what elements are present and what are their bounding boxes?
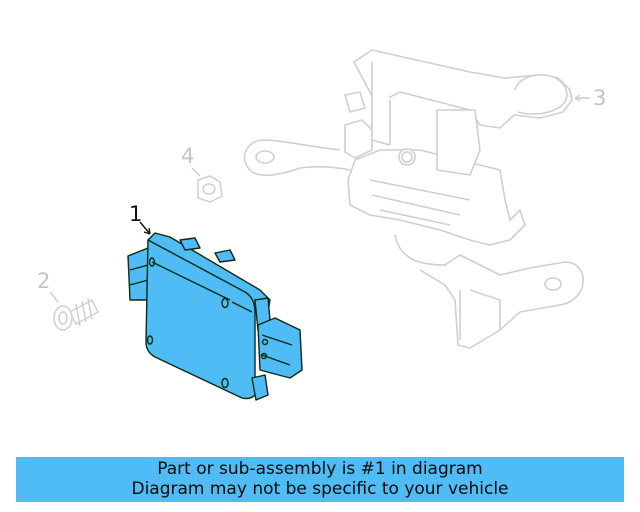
banner-line-1: Part or sub-assembly is #1 in diagram bbox=[157, 459, 483, 479]
callout-3[interactable]: 3 bbox=[593, 86, 607, 110]
callout-1[interactable]: 1 bbox=[129, 202, 143, 226]
module-part-1[interactable] bbox=[127, 221, 303, 401]
banner-line-2: Diagram may not be specific to your vehi… bbox=[131, 479, 509, 499]
info-banner: Part or sub-assembly is #1 in diagram Di… bbox=[16, 457, 624, 502]
callout-2[interactable]: 2 bbox=[37, 269, 51, 293]
nut-part-4[interactable] bbox=[191, 167, 223, 203]
bracket-part-3[interactable] bbox=[243, 49, 590, 349]
callout-4[interactable]: 4 bbox=[181, 144, 195, 168]
parts-diagram: 1 2 3 4 bbox=[37, 49, 607, 401]
bolt-part-2[interactable] bbox=[49, 291, 99, 331]
